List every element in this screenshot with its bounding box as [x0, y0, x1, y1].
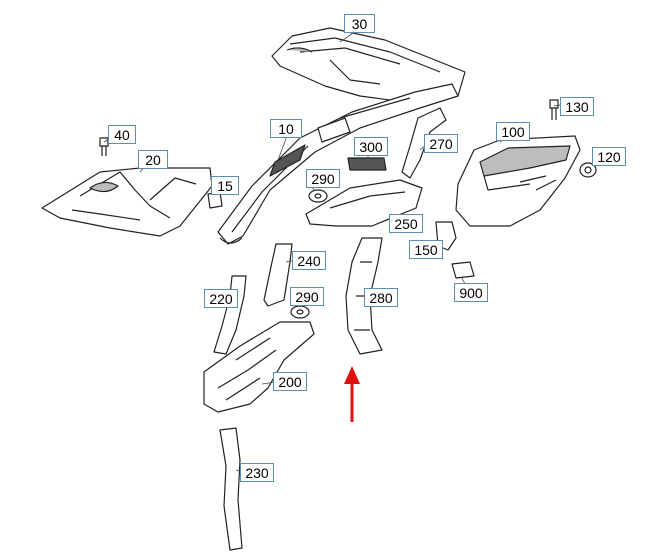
- part-10-cowl-trim: [217, 83, 459, 245]
- label-part-100: 100: [496, 122, 530, 141]
- label-part-300: 300: [354, 137, 388, 156]
- label-part-290-lower: 290: [290, 287, 324, 306]
- label-part-290-upper: 290: [306, 169, 340, 188]
- label-part-20: 20: [138, 150, 168, 169]
- part-290-nut-upper: [308, 189, 328, 203]
- label-part-270: 270: [424, 134, 458, 153]
- label-part-130: 130: [560, 97, 594, 116]
- label-part-40: 40: [108, 125, 136, 144]
- label-part-240: 240: [292, 251, 326, 270]
- part-900-plug: [451, 261, 475, 279]
- label-part-30: 30: [344, 14, 375, 33]
- highlight-arrow: [344, 366, 360, 422]
- leader-lines: [103, 30, 597, 473]
- label-part-200: 200: [273, 372, 307, 391]
- part-230-duct: [219, 427, 243, 551]
- label-part-250: 250: [389, 214, 423, 233]
- label-part-900: 900: [454, 283, 488, 302]
- label-part-230: 230: [240, 463, 274, 482]
- part-130-screw: [549, 99, 559, 120]
- part-200-bracket-assembly: [203, 321, 315, 413]
- label-part-220: 220: [204, 289, 238, 308]
- part-290-nut-lower: [290, 305, 310, 319]
- label-part-280: 280: [364, 288, 398, 307]
- part-220-duct: [213, 275, 247, 355]
- label-part-150: 150: [409, 240, 443, 259]
- part-100-housing: [455, 135, 581, 227]
- label-part-10: 10: [270, 119, 302, 138]
- part-300-grille: [347, 157, 387, 171]
- part-30-cowl-panel: [271, 27, 466, 105]
- part-40-screw: [99, 137, 109, 156]
- label-part-15: 15: [211, 176, 239, 195]
- label-part-120: 120: [592, 147, 626, 166]
- part-240-duct: [263, 243, 293, 307]
- part-120-nut: [579, 162, 597, 178]
- part-20-side-cover: [41, 167, 213, 237]
